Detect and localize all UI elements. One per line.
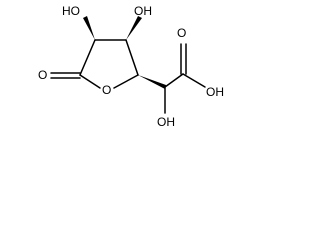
carbonyl-double-bond: [50, 72, 81, 79]
label-side-oh: OH: [157, 115, 175, 129]
bond-c6-acid-oh: [182, 73, 206, 88]
bond-ring-o-c1: [79, 74, 101, 89]
bond-c4-ring-o: [113, 74, 139, 89]
bond-c2-oh-wedge: [126, 16, 142, 40]
side-chain: [138, 43, 206, 114]
structure-diagram: HO OH O O O OH OH: [38, 4, 224, 129]
bond-c1-c3: [79, 39, 96, 76]
bond-c4-c5-wedge: [138, 75, 166, 89]
label-ring-oh-left: HO: [62, 4, 80, 18]
bond-c2-c4: [125, 39, 139, 76]
label-acid-o: O: [177, 26, 186, 40]
bond-c5-c6: [164, 73, 184, 88]
label-carbonyl-o: O: [38, 68, 47, 82]
lactone-ring: [79, 39, 139, 89]
label-acid-oh: OH: [206, 85, 224, 99]
label-ring-o: O: [102, 83, 111, 97]
label-ring-oh-right: OH: [134, 4, 152, 18]
bond-c3-oh-wedge: [83, 16, 95, 40]
